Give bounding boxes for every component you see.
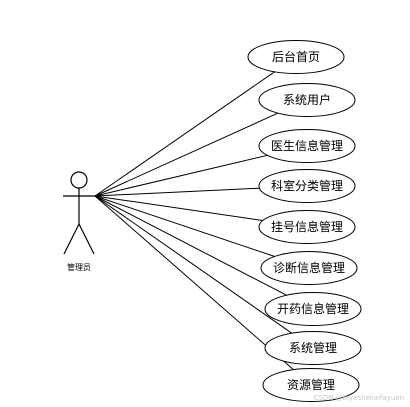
use-case: 科室分类管理 (258, 169, 356, 203)
use-case-label: 挂号信息管理 (271, 219, 343, 234)
use-case: 系统管理 (264, 331, 362, 365)
association-line (94, 112, 279, 197)
use-case-label: 科室分类管理 (271, 178, 343, 193)
use-case: 资源管理 (262, 368, 360, 402)
use-case-ellipse (258, 210, 356, 244)
use-case-label: 医生信息管理 (271, 138, 343, 153)
use-case-label: 系统管理 (289, 340, 337, 355)
use-case-ellipse (264, 331, 362, 365)
use-case: 系统用户 (258, 83, 356, 117)
association-line (94, 195, 263, 221)
association-line (94, 195, 275, 257)
use-case-label: 诊断信息管理 (273, 260, 345, 275)
use-case-label: 系统用户 (283, 92, 331, 107)
association-line (94, 187, 260, 197)
association-line (94, 195, 293, 334)
use-case-ellipse (258, 83, 356, 117)
use-case: 医生信息管理 (258, 129, 356, 163)
use-case-ellipse (258, 129, 356, 163)
actor-head (70, 171, 88, 189)
use-case: 挂号信息管理 (258, 210, 356, 244)
use-case-label: 开药信息管理 (277, 301, 349, 316)
association-line (94, 195, 287, 296)
use-case: 开药信息管理 (264, 292, 362, 326)
use-case-ellipse (260, 251, 358, 285)
use-case-ellipse (258, 169, 356, 203)
association-line (94, 195, 294, 370)
use-case-ellipse (247, 40, 345, 74)
actor-left-leg (63, 223, 80, 255)
actor-label: 管理员 (67, 262, 91, 272)
association-lines (94, 71, 294, 370)
actor: 管理员 (63, 171, 95, 272)
use-cases: 后台首页系统用户医生信息管理科室分类管理挂号信息管理诊断信息管理开药信息管理系统… (247, 40, 362, 402)
use-case-label: 资源管理 (287, 377, 335, 392)
actor-right-leg (78, 223, 95, 255)
use-case: 后台首页 (247, 40, 345, 74)
use-case-label: 后台首页 (272, 49, 320, 64)
association-line (94, 71, 275, 197)
association-line (94, 154, 268, 197)
use-case-ellipse (262, 368, 360, 402)
use-case-ellipse (264, 292, 362, 326)
watermark: CSDN @biyeshekaifayuan (313, 394, 404, 402)
use-case: 诊断信息管理 (260, 251, 358, 285)
